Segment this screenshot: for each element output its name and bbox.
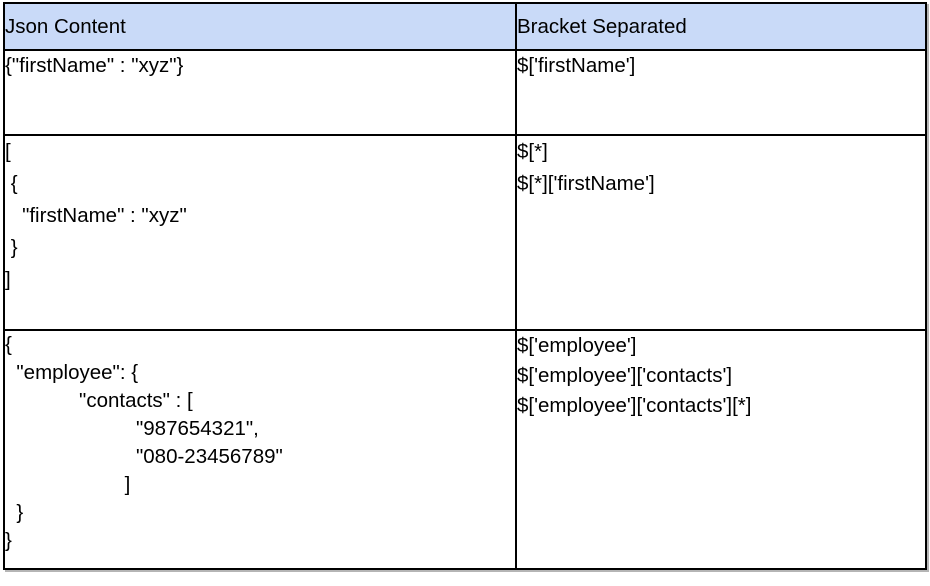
table-row: { "employee": { "contacts" : [ "98765432… [3, 329, 927, 570]
json-snippet: [ { "firstName" : "xyz" } ] [5, 140, 187, 291]
table-row: [ { "firstName" : "xyz" } ] $[*] $[*]['f… [3, 134, 927, 331]
bracket-separated-cell: $['firstName'] [515, 49, 927, 136]
jsonpath-expression: $[*] $[*]['firstName'] [517, 140, 655, 195]
bracket-separated-cell: $['employee'] $['employee']['contacts'] … [515, 329, 927, 570]
header-json-content: Json Content [3, 2, 517, 51]
jsonpath-expression: $['employee'] $['employee']['contacts'] … [517, 334, 752, 417]
json-snippet: {"firstName" : "xyz"} [5, 54, 184, 77]
json-content-cell: [ { "firstName" : "xyz" } ] [3, 134, 517, 331]
table-header-row: Json Content Bracket Separated [3, 2, 927, 51]
header-bracket-separated: Bracket Separated [515, 2, 927, 51]
jsonpath-expression: $['firstName'] [517, 54, 636, 77]
json-content-cell: {"firstName" : "xyz"} [3, 49, 517, 136]
bracket-separated-cell: $[*] $[*]['firstName'] [515, 134, 927, 331]
json-snippet: { "employee": { "contacts" : [ "98765432… [5, 333, 283, 552]
json-content-cell: { "employee": { "contacts" : [ "98765432… [3, 329, 517, 570]
table-row: {"firstName" : "xyz"} $['firstName'] [3, 49, 927, 136]
jsonpath-comparison-table: Json Content Bracket Separated {"firstNa… [3, 2, 927, 570]
